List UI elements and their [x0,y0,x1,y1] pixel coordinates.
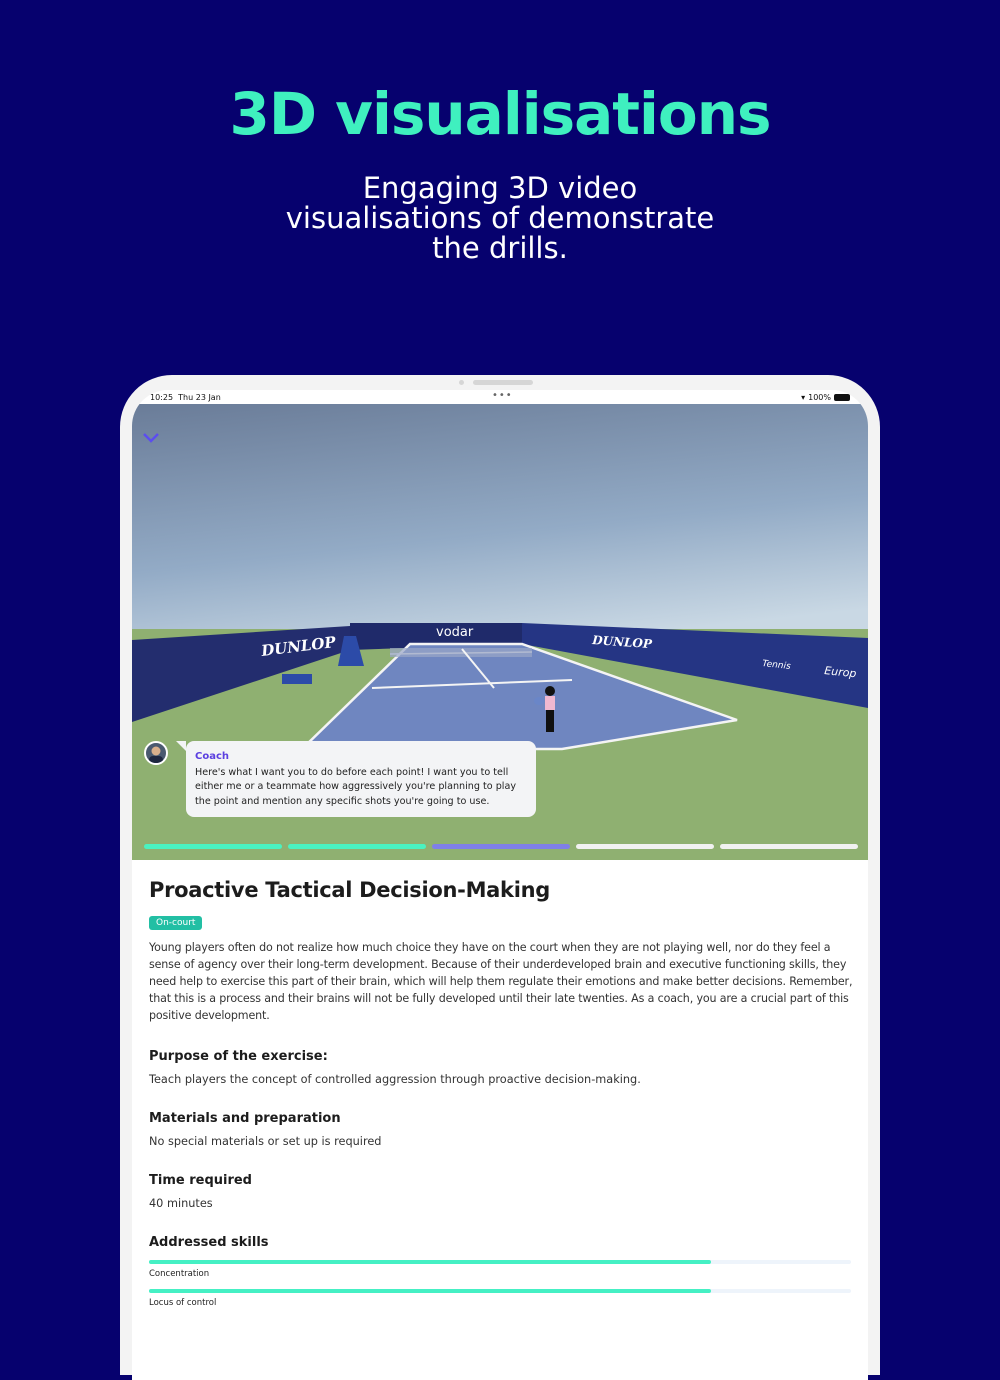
purpose-text: Teach players the concept of controlled … [149,1073,641,1086]
skills-heading: Addressed skills [149,1235,269,1250]
left-wall [132,626,350,722]
coach-avatar [144,741,168,765]
more-dots-icon[interactable]: ••• [492,390,513,401]
player [534,686,555,732]
skill-item: Locus of control [149,1289,851,1308]
skill-bar-fill [149,1260,711,1264]
banner-europe: Europ [824,664,857,680]
wifi-icon: ▾ [801,393,806,402]
hero-subtitle: Engaging 3D video visualisations of demo… [0,173,1000,263]
net [390,648,532,657]
progress-segment[interactable] [432,844,570,849]
skill-label: Concentration [149,1269,210,1279]
progress-segment[interactable] [288,844,426,849]
time-text: 40 minutes [149,1197,213,1210]
skill-bar-fill [149,1289,711,1293]
skill-item: Concentration [149,1260,851,1279]
status-bar: 10:25 Thu 23 Jan ••• ▾100% [132,390,868,404]
drill-3d-video[interactable]: DUNLOP vodar DUNLOP Tennis Europ Coach H… [132,404,868,860]
umpire-chair [338,636,364,666]
coach-message-bubble: Coach Here's what I want you to do befor… [176,741,536,817]
progress-segment[interactable] [576,844,714,849]
coach-message: Here's what I want you to do before each… [195,766,517,807]
battery-text: 100% [808,393,831,402]
banner-tennis: Tennis [762,659,792,672]
subtitle-line: the drills. [432,231,568,265]
banner-dunlop-right: DUNLOP [591,633,654,651]
subtitle-line: Engaging 3D video [362,171,638,205]
drill-description: Young players often do not realize how m… [149,941,853,1022]
skill-label: Locus of control [149,1298,217,1308]
sky [132,404,868,664]
right-wall [522,623,868,708]
time-heading: Time required [149,1173,252,1188]
status-time: 10:25 Thu 23 Jan [150,393,221,402]
category-badge: On-court [149,916,203,930]
battery-icon [834,394,850,401]
skill-bar [149,1260,851,1264]
screen: 10:25 Thu 23 Jan ••• ▾100% [132,390,868,1380]
skill-bar [149,1289,851,1293]
hero-title: 3D visualisations [229,80,771,148]
tablet-frame: 10:25 Thu 23 Jan ••• ▾100% [120,375,880,1380]
drill-details: Proactive Tactical Decision-Making On-co… [132,860,868,1308]
bench [282,674,312,684]
subtitle-line: visualisations of demonstrate [285,201,715,235]
materials-heading: Materials and preparation [149,1111,341,1126]
banner-vodar: vodar [436,625,474,640]
drill-title: Proactive Tactical Decision-Making [149,878,551,902]
progress-segment[interactable] [144,844,282,849]
purpose-heading: Purpose of the exercise: [149,1049,328,1064]
court [298,642,738,751]
video-progress [144,844,858,849]
progress-segment[interactable] [720,844,858,849]
camera [459,380,464,385]
multitask-handle[interactable] [473,380,533,385]
materials-text: No special materials or set up is requir… [149,1135,382,1148]
coach-name: Coach [195,751,230,762]
